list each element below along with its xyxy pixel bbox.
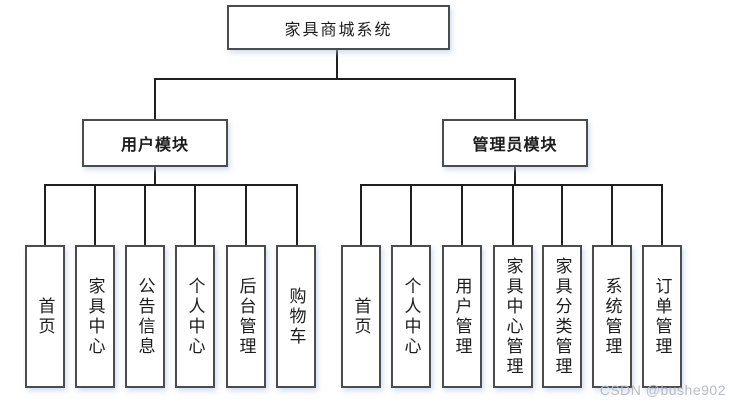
leaf-label: 购物车 <box>286 286 306 347</box>
node-leaf-shopping-cart: 购物车 <box>276 245 316 388</box>
connector-user-module-drop <box>154 78 156 119</box>
node-root: 家具商城系统 <box>227 5 450 50</box>
node-leaf-announcement-info: 公告信息 <box>125 245 165 388</box>
node-leaf-home-admin: 首页 <box>341 245 381 388</box>
node-leaf-backend-management: 后台管理 <box>226 245 266 388</box>
leaf-label: 家具分类管理 <box>552 256 572 377</box>
node-leaf-order-management: 订单管理 <box>642 245 682 388</box>
connector-user-leaf-drop <box>245 184 247 245</box>
leaf-label: 后台管理 <box>236 276 256 357</box>
connector-admin-leaf-drop <box>360 184 362 245</box>
leaf-label: 系统管理 <box>602 276 622 357</box>
connector-admin-leaf-drop <box>461 184 463 245</box>
node-leaf-furniture-category-management: 家具分类管理 <box>542 245 582 388</box>
leaf-label: 家具中心 <box>85 276 105 357</box>
leaf-label: 用户管理 <box>452 276 472 357</box>
connector-admin-leaf-drop <box>611 184 613 245</box>
node-admin-module-label: 管理员模块 <box>472 137 558 154</box>
leaf-label: 首页 <box>351 296 371 337</box>
node-leaf-system-management: 系统管理 <box>592 245 632 388</box>
connector-user-stub <box>154 167 156 186</box>
leaf-label: 个人中心 <box>401 276 421 357</box>
node-user-module-label: 用户模块 <box>120 137 189 154</box>
connector-user-leaf-drop <box>194 184 196 245</box>
connector-user-leaf-drop <box>94 184 96 245</box>
leaf-label: 公告信息 <box>135 276 155 357</box>
node-admin-module: 管理员模块 <box>442 119 588 167</box>
node-leaf-user-management: 用户管理 <box>442 245 482 388</box>
connector-user-leaf-drop <box>44 184 46 245</box>
leaf-label: 订单管理 <box>652 276 672 357</box>
connector-admin-horizontal <box>360 184 663 186</box>
connector-admin-leaf-drop <box>410 184 412 245</box>
connector-user-horizontal <box>44 184 298 186</box>
leaf-label: 家具中心管理 <box>503 256 523 377</box>
node-leaf-personal-center-user: 个人中心 <box>175 245 215 388</box>
node-leaf-home-user: 首页 <box>25 245 65 388</box>
leaf-label: 首页 <box>35 296 55 337</box>
leaf-label: 个人中心 <box>185 276 205 357</box>
csdn-watermark: CSDN @bushe902 <box>599 382 726 398</box>
connector-level1-horizontal <box>154 78 516 80</box>
node-root-label: 家具商城系统 <box>284 21 393 39</box>
node-user-module: 用户模块 <box>82 119 228 167</box>
connector-admin-leaf-drop <box>661 184 663 245</box>
connector-admin-leaf-drop <box>561 184 563 245</box>
connector-admin-leaf-drop <box>512 184 514 245</box>
connector-user-leaf-drop <box>144 184 146 245</box>
node-leaf-furniture-center: 家具中心 <box>75 245 115 388</box>
connector-admin-module-drop <box>514 78 516 119</box>
node-leaf-furniture-center-management: 家具中心管理 <box>493 245 533 388</box>
node-leaf-personal-center-admin: 个人中心 <box>391 245 431 388</box>
connector-admin-stub <box>514 167 516 186</box>
connector-user-leaf-drop <box>296 184 298 245</box>
connector-root-drop <box>336 50 338 79</box>
